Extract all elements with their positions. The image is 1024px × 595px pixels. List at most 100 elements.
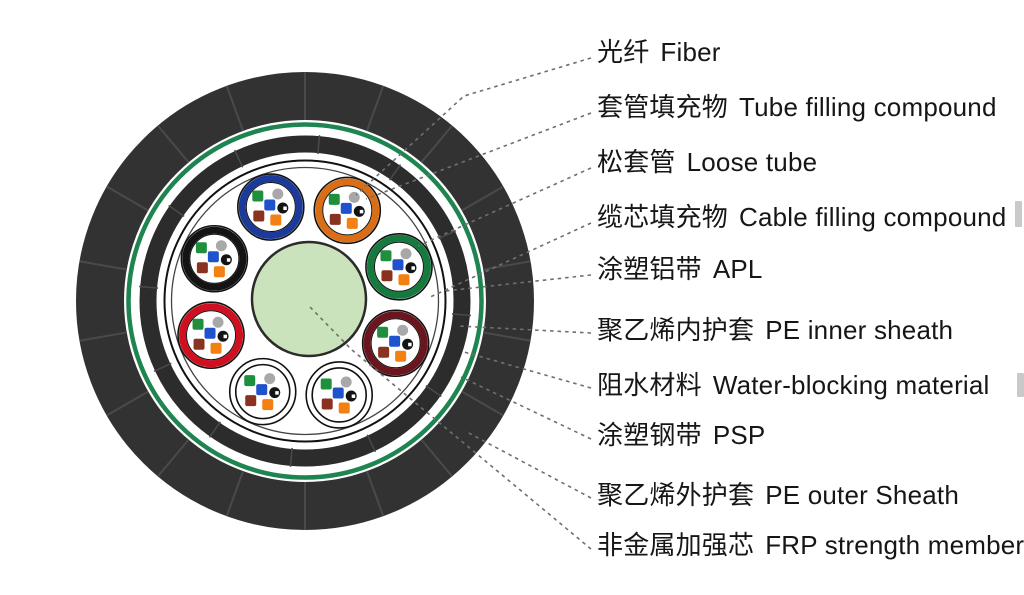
fiber-black xyxy=(269,387,281,399)
fiber-black xyxy=(220,254,232,266)
hatch-line xyxy=(483,331,531,342)
fiber-notch xyxy=(283,206,287,211)
fiber-notch xyxy=(275,391,279,395)
label-fiber-cn: 光纤 xyxy=(597,37,650,67)
fiber-orange xyxy=(338,402,350,414)
loose-tube-inner-outline xyxy=(186,310,237,361)
cropped-character-artifact xyxy=(1015,201,1022,227)
hatch-line xyxy=(233,149,244,168)
loose-tube-inner-outline xyxy=(311,367,368,423)
loose-tube-inner-outline xyxy=(373,241,424,292)
loose-tube-color-ring xyxy=(363,311,428,376)
fiber-notch xyxy=(408,342,412,347)
fiber-notch xyxy=(411,266,415,270)
fiber-green xyxy=(195,242,207,254)
loose-tube-white xyxy=(228,357,297,426)
fiber-orange xyxy=(213,266,225,278)
fiber-black xyxy=(353,205,365,217)
label-apl-cn: 涂塑铝带 xyxy=(597,254,702,284)
label-tube-filling-cn: 套管填充物 xyxy=(597,92,729,122)
fiber-brown xyxy=(196,262,208,274)
frp-strength-member xyxy=(250,240,368,358)
hatch-line xyxy=(420,124,453,163)
hatch-line xyxy=(106,390,149,417)
loose-tube-color-ring xyxy=(366,234,431,299)
label-loose-tube: 松套管 Loose tube xyxy=(597,145,817,179)
hatch-line xyxy=(79,331,127,342)
hatch-line xyxy=(438,229,457,240)
hatch-line xyxy=(168,204,185,218)
fiber-orange xyxy=(262,399,274,411)
fiber-orange xyxy=(395,350,407,362)
hatch-line xyxy=(79,260,127,271)
label-fiber-en: Fiber xyxy=(660,37,721,67)
label-frp-cn: 非金属加强芯 xyxy=(597,530,755,560)
fiber-blue xyxy=(332,387,344,399)
hatch-line xyxy=(157,124,190,163)
fiber-orange xyxy=(346,217,358,229)
loose-tube-inner-outline xyxy=(245,182,296,233)
pe-inner-sheath-ring xyxy=(139,135,471,467)
fiber-black xyxy=(277,202,289,214)
fiber-orange xyxy=(270,214,282,226)
fiber-green xyxy=(377,326,389,338)
hatch-line xyxy=(451,313,471,317)
leader-line-psp xyxy=(460,376,592,440)
label-cable-filling-en: Cable filling compound xyxy=(739,202,1007,232)
cropped-character-artifact xyxy=(1017,373,1024,397)
fiber-green xyxy=(328,193,340,205)
fiber-orange xyxy=(210,342,222,354)
label-apl-en: APL xyxy=(712,254,763,284)
hatch-line xyxy=(289,447,293,467)
fiber-brown xyxy=(245,395,257,407)
label-loose-tube-en: Loose tube xyxy=(686,147,818,177)
core-wrap-circle xyxy=(170,166,440,436)
label-tube-filling-en: Tube filling compound xyxy=(739,92,997,122)
fiber-blue xyxy=(264,199,276,211)
label-psp-en: PSP xyxy=(712,420,766,450)
loose-tube-green xyxy=(365,232,433,301)
fiber-notch xyxy=(351,394,356,398)
fiber-gray xyxy=(348,191,360,203)
fiber-brown xyxy=(381,270,393,282)
fiber-gray xyxy=(215,240,227,252)
outer-sheath-hatch xyxy=(79,72,531,530)
hatch-line xyxy=(153,362,172,373)
fiber-gray xyxy=(340,376,352,388)
fiber-gray xyxy=(212,316,224,328)
fiber-brown xyxy=(329,213,341,225)
hatch-line xyxy=(420,439,453,478)
loose-tube-black xyxy=(180,224,249,293)
fiber-green xyxy=(192,318,204,330)
label-water-blocking-cn: 阻水材料 xyxy=(597,370,702,400)
fiber-blue xyxy=(340,202,352,214)
hatch-line xyxy=(365,85,385,132)
fiber-black xyxy=(405,262,417,274)
loose-tube-orange xyxy=(313,176,382,245)
leader-line-tube-filling xyxy=(365,112,592,200)
fiber-green xyxy=(320,378,332,390)
leader-lines xyxy=(309,57,592,550)
leader-line-apl xyxy=(444,274,592,292)
hatch-line xyxy=(388,164,402,181)
fiber-black xyxy=(217,330,229,342)
label-pe-inner-cn: 聚乙烯内护套 xyxy=(597,315,755,345)
loose-tube-color-ring xyxy=(179,303,244,368)
fiber-brown xyxy=(253,210,265,222)
hatch-line xyxy=(461,185,504,212)
fiber-brown xyxy=(378,346,390,358)
label-frp-en: FRP strength member xyxy=(765,530,1024,560)
fiber-notch xyxy=(359,209,364,214)
fiber-notch xyxy=(226,258,231,262)
fiber-blue xyxy=(207,251,219,263)
fiber-brown xyxy=(193,338,205,350)
label-loose-tube-cn: 松套管 xyxy=(597,147,676,177)
label-pe-inner-en: PE inner sheath xyxy=(765,315,954,345)
label-pe-inner: 聚乙烯内护套 PE inner sheath xyxy=(597,313,953,347)
fiber-blue xyxy=(389,335,401,347)
leader-line-pe-outer xyxy=(464,430,592,499)
